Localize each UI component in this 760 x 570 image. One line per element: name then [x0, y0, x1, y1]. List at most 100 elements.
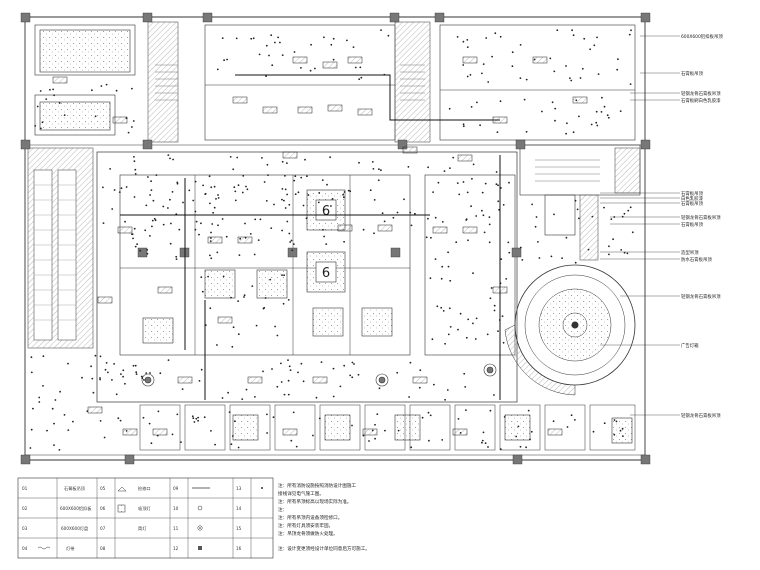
light-fixture [337, 224, 353, 232]
downlight-dot [354, 66, 357, 69]
downlight-dot [264, 297, 267, 299]
downlight-dot [188, 189, 191, 192]
downlight-dot [281, 198, 283, 201]
downlight-dot [575, 99, 578, 102]
downlight-dot [519, 246, 522, 249]
downlight-dot [414, 212, 416, 215]
downlight-dot [294, 193, 297, 196]
downlight-dot [596, 36, 598, 39]
legend-desc: 600X600灯盘 [61, 525, 88, 532]
downlight-dot [431, 338, 434, 341]
downlight-dot [590, 123, 593, 126]
legend-desc: 吸顶灯 [138, 505, 151, 512]
downlight-dot [200, 276, 203, 279]
downlight-dot [342, 193, 344, 196]
downlight-dot [440, 306, 443, 309]
downlight-dot [81, 376, 83, 379]
downlight-dot [283, 274, 285, 277]
downlight-dot [306, 175, 308, 178]
downlight-dot [508, 251, 511, 254]
downlight-dot [502, 341, 505, 344]
downlight-dot [242, 175, 245, 177]
downlight-dot [455, 241, 458, 244]
downlight-dot [145, 372, 148, 374]
notes-block: 注：所有消防设施按照消防设计图施工 接线详见电气施工图。 注：所有吊顶标高以现场… [278, 482, 370, 552]
downlight-dot [34, 125, 37, 127]
downlight-dot [135, 373, 138, 375]
downlight-dot [487, 81, 490, 83]
downlight-dot [330, 205, 332, 207]
downlight-dot [374, 437, 376, 440]
downlight-dot [612, 238, 614, 241]
downlight-dot [192, 417, 195, 420]
callout-lines [600, 35, 680, 416]
light-fixture [347, 56, 363, 64]
downlight-dot [118, 191, 121, 194]
downlight-dot [495, 171, 498, 173]
downlight-dot [200, 368, 203, 371]
downlight-dot [592, 430, 595, 433]
note-line: 注：吊顶龙骨须做防火处理。 [278, 530, 338, 537]
downlight-dot [46, 429, 48, 432]
note-line: 注： [278, 506, 287, 513]
downlight-dot [421, 416, 424, 419]
downlight-dot [142, 416, 145, 419]
downlight-dot [407, 166, 410, 168]
downlight-dot [111, 379, 113, 381]
downlight-dot [457, 418, 460, 420]
downlight-dot [443, 170, 446, 173]
downlight-dot [176, 182, 179, 185]
legend-number: 16 [236, 546, 242, 551]
callout-label: 石膏板吊顶 [681, 70, 704, 77]
circle-symbol [197, 505, 203, 511]
downlight-dot [371, 161, 374, 163]
downlight-dot [499, 448, 502, 450]
downlight-dot [565, 236, 568, 239]
round-pillars [141, 363, 497, 387]
downlight-dot [392, 216, 395, 219]
downlight-dot [463, 372, 466, 375]
downlight-dot [213, 185, 216, 188]
downlight-dot [234, 199, 237, 202]
downlight-dot [120, 187, 123, 190]
downlight-dot [265, 44, 268, 47]
legend-desc: 筒灯 [138, 525, 147, 532]
downlight-dot [565, 65, 567, 67]
downlight-dot [286, 193, 288, 196]
downlight-dot [150, 189, 153, 192]
downlight-dot [283, 199, 285, 202]
downlight-dot [176, 413, 179, 416]
downlight-dot [125, 117, 128, 120]
downlight-dot [380, 169, 382, 172]
access-hatch-symbol [117, 486, 127, 492]
downlight-dot [499, 100, 502, 103]
downlight-dot [447, 333, 450, 336]
downlight-dot [322, 228, 324, 231]
downlight-dot [419, 369, 422, 372]
downlight-dot [440, 277, 443, 280]
downlight-dot [178, 228, 181, 231]
downlight-dot [578, 115, 580, 118]
downlight-dot [576, 208, 579, 211]
downlight-dot [270, 227, 273, 230]
downlight-dot [131, 233, 133, 236]
downlight-dot [105, 362, 108, 364]
downlight-dot [297, 371, 299, 374]
downlight-dot [287, 379, 290, 382]
downlight-dot [561, 257, 563, 259]
downlight-dot [570, 79, 573, 82]
downlight-dot [195, 220, 198, 223]
legend-number: 05 [100, 486, 106, 491]
downlight-dot [465, 336, 468, 339]
downlight-dot [281, 229, 283, 232]
light-strip-symbol [37, 546, 51, 550]
downlight-dot [472, 272, 474, 275]
downlight-dot [291, 249, 294, 252]
downlight-dot [144, 229, 147, 232]
downlight-dot [289, 369, 292, 371]
downlight-dot [167, 207, 169, 209]
downlight-dot [302, 204, 305, 207]
downlight-dot [250, 37, 253, 40]
downlight-dot [231, 435, 234, 437]
downlight-dot [572, 131, 575, 134]
